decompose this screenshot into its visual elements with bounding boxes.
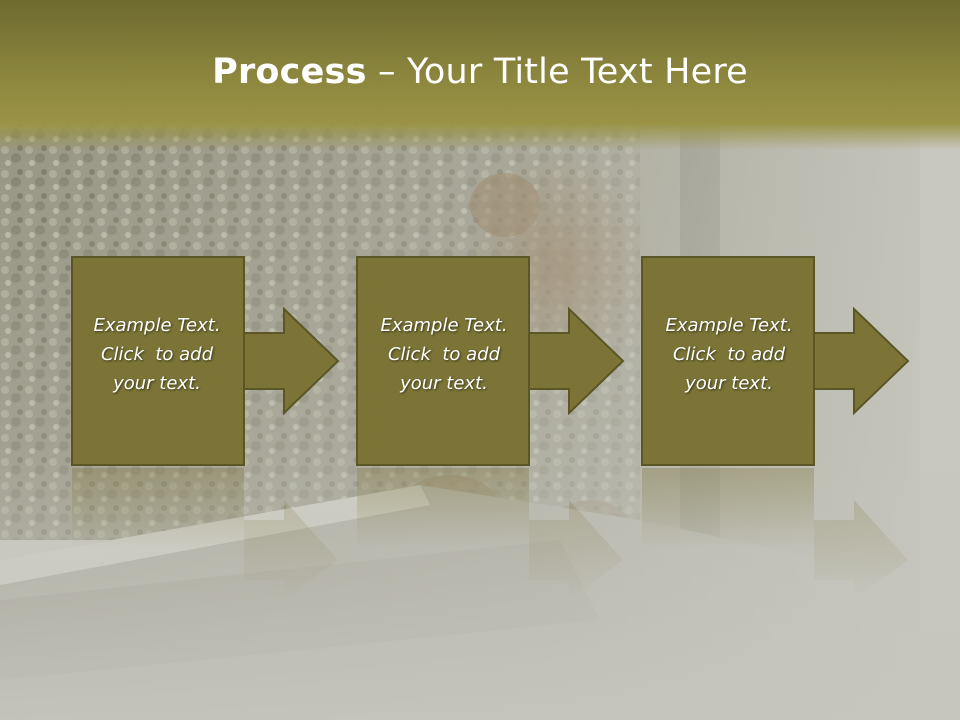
- step-2-line-3: your text.: [400, 373, 488, 394]
- step-1-line-1: Example Text.: [93, 315, 221, 336]
- step-1-arrow[interactable]: [243, 306, 340, 416]
- title-bold: Process: [212, 52, 367, 92]
- step-2-arrow[interactable]: [528, 306, 625, 416]
- step-1-text[interactable]: Example Text. Click to add your text.: [70, 311, 244, 398]
- step-2-text[interactable]: Example Text. Click to add your text.: [357, 311, 531, 398]
- step-2-line-1: Example Text.: [380, 315, 508, 336]
- arrow-2-reflection: [529, 500, 623, 600]
- step-3-arrow[interactable]: [813, 306, 910, 416]
- step-1-box[interactable]: [71, 256, 245, 466]
- step-3-box[interactable]: [641, 256, 815, 466]
- step-2-reflection: [357, 468, 529, 548]
- slide-title[interactable]: Process – Your Title Text Here: [0, 52, 960, 92]
- step-2-box[interactable]: [356, 256, 530, 466]
- step-1-line-3: your text.: [113, 373, 201, 394]
- title-rest: Your Title Text Here: [406, 52, 748, 92]
- title-dash: –: [377, 52, 396, 92]
- title-band: [0, 0, 960, 150]
- step-2-line-2: Click to add: [387, 344, 500, 365]
- step-3-line-2: Click to add: [672, 344, 785, 365]
- step-1-line-2: Click to add: [100, 344, 213, 365]
- step-3-reflection: [642, 468, 814, 548]
- arrow-1-reflection: [244, 500, 338, 600]
- step-1-reflection: [72, 468, 244, 548]
- step-3-text[interactable]: Example Text. Click to add your text.: [642, 311, 816, 398]
- step-3-line-3: your text.: [685, 373, 773, 394]
- step-3-line-1: Example Text.: [665, 315, 793, 336]
- arrow-3-reflection: [814, 500, 908, 600]
